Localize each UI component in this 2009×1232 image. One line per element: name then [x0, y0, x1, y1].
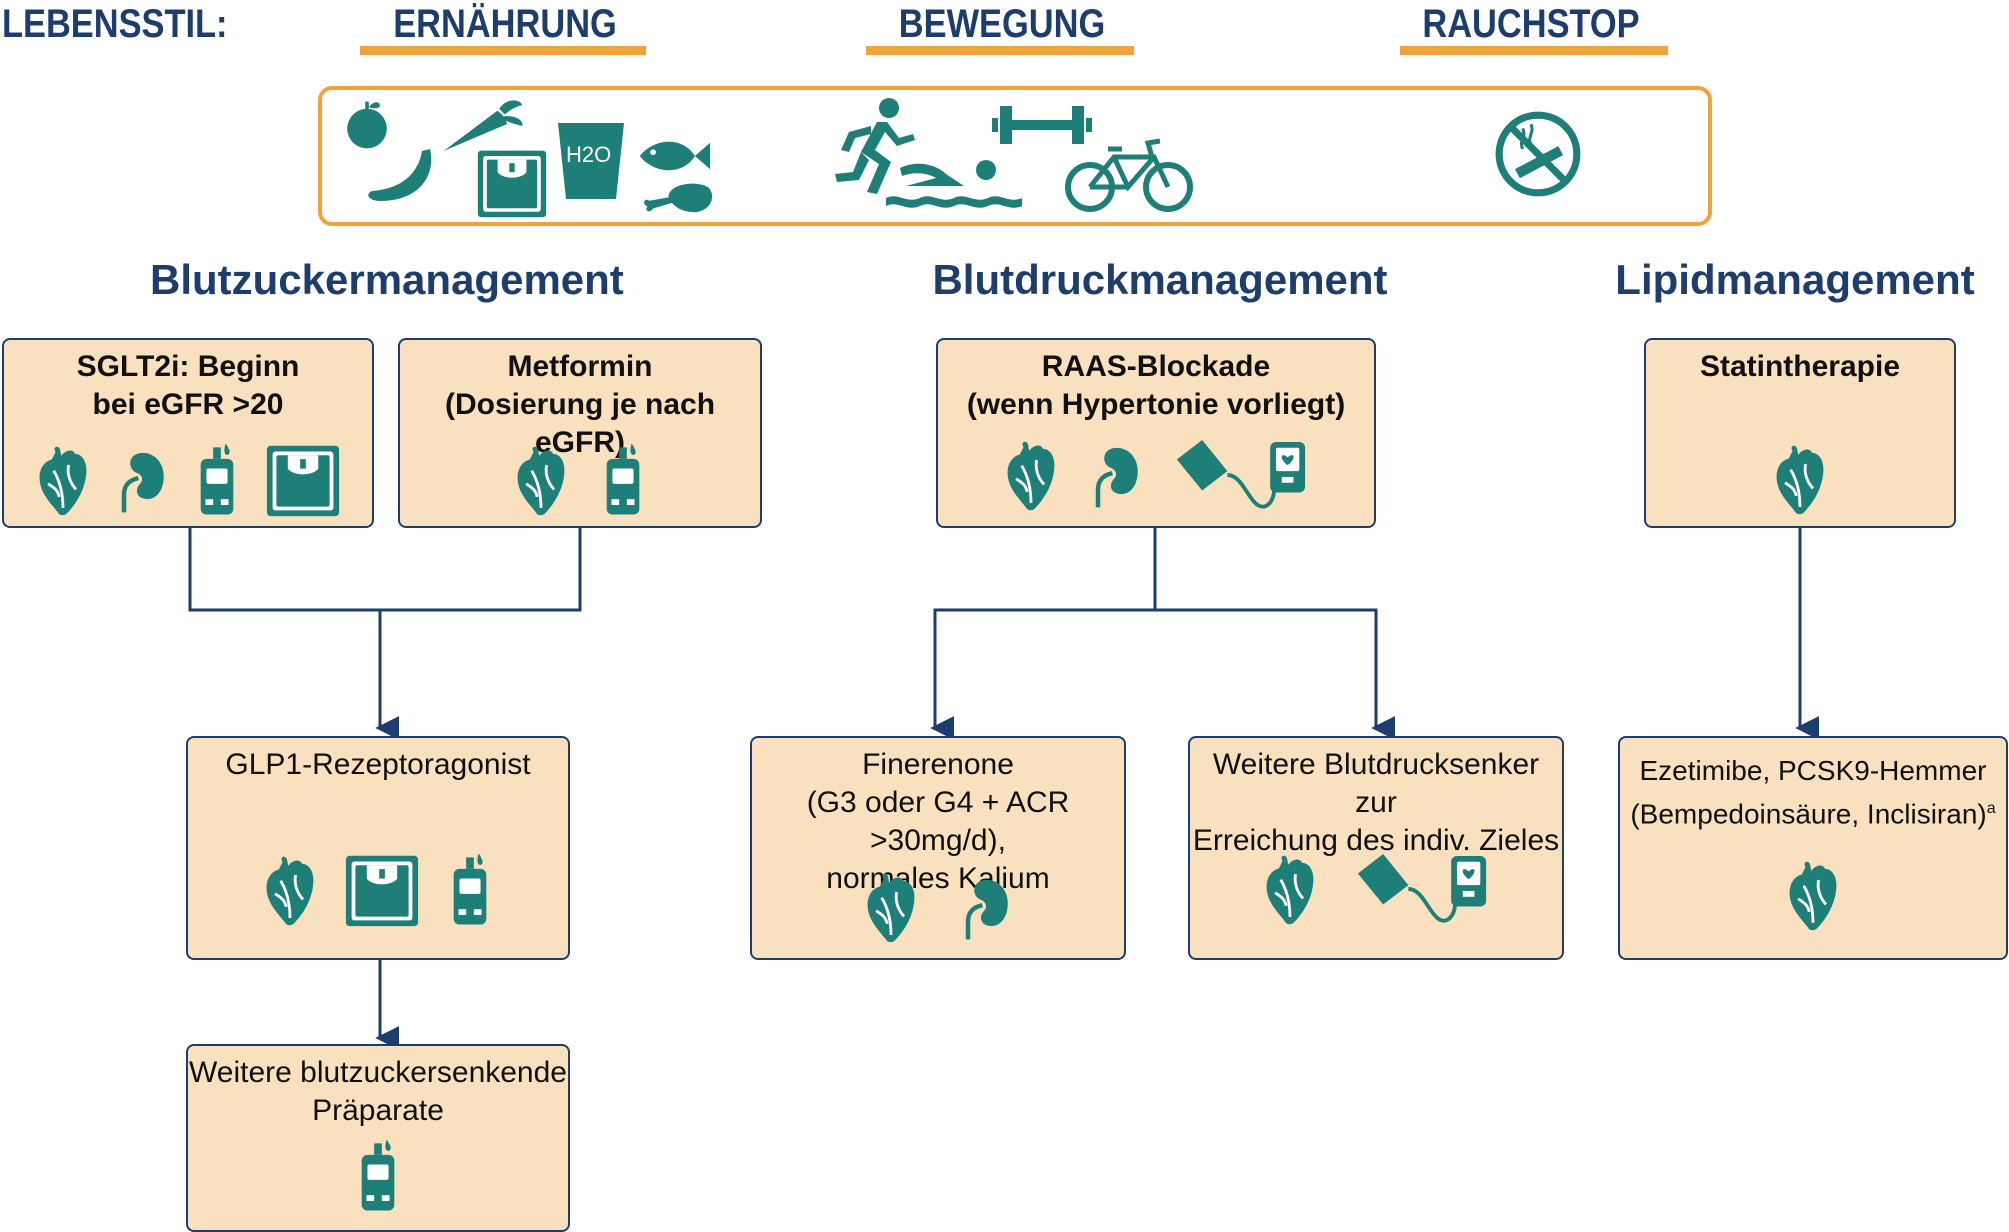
box-metformin-title: Metformin (Dosierung je nach eGFR) — [444, 350, 716, 459]
exercise-underline — [866, 46, 1134, 55]
glucometer-icon — [193, 440, 241, 520]
lifestyle-icon-box: H2O — [318, 86, 1712, 226]
box-sglt2: SGLT2i: Beginn bei eGFR >20 — [2, 338, 374, 528]
scale-icon — [344, 852, 420, 928]
section-lipid-title: Lipidmanagement — [1615, 256, 1975, 303]
glucometer-icon — [446, 850, 494, 930]
glucometer-icon — [354, 1136, 402, 1216]
blood-pressure-monitor-icon — [1354, 850, 1490, 928]
box-glucose-lowering: Weitere blutzuckersenkende Präparate — [186, 1044, 570, 1232]
water-glass-icon: H2O — [556, 120, 626, 202]
kidney-icon — [115, 441, 169, 519]
box-glucose-lowering-title: Weitere blutzuckersenkende Präparate — [189, 1056, 567, 1127]
box-ezetimibe-text: Ezetimibe, PCSK9-Hemmer (Bempedoinsäure,… — [1630, 755, 1987, 830]
category-exercise: BEWEGUNG — [898, 2, 1106, 46]
kidney-icon — [959, 868, 1013, 946]
footnote-marker: a — [1986, 800, 1996, 817]
kidney-icon — [1089, 436, 1143, 514]
heart-icon — [513, 441, 569, 519]
box-glp1-title: GLP1-Rezeptoragonist — [225, 748, 531, 781]
box-metformin: Metformin (Dosierung je nach eGFR) — [398, 338, 762, 528]
category-nutrition: ERNÄHRUNG — [393, 2, 617, 46]
connector-to-bp-lowering — [1155, 608, 1396, 740]
connector-sglt2-metformin — [188, 528, 582, 612]
heart-icon — [35, 441, 91, 519]
section-blood-pressure-title: Blutdruckmanagement — [932, 256, 1388, 303]
box-ezetimibe-title: Ezetimibe, PCSK9-Hemmer (Bempedoinsäure,… — [1620, 752, 2006, 833]
heart-icon — [1003, 436, 1059, 514]
box-raas: RAAS-Blockade (wenn Hypertonie vorliegt) — [936, 338, 1376, 528]
box-finerenone: Finerenone (G3 oder G4 + ACR >30mg/d), n… — [750, 736, 1126, 960]
box-raas-title: RAAS-Blockade (wenn Hypertonie vorliegt) — [966, 350, 1346, 421]
box-bp-lowering: Weitere Blutdrucksenker zur Erreichung d… — [1188, 736, 1564, 960]
heart-icon — [1262, 850, 1318, 928]
heart-icon — [863, 868, 919, 946]
connector-to-finerenone — [930, 608, 1155, 740]
blood-pressure-monitor-icon — [1173, 436, 1309, 514]
heart-icon — [1772, 440, 1828, 518]
category-smoking-stop: RAUCHSTOP — [1422, 2, 1640, 46]
heart-icon — [262, 851, 318, 929]
box-bp-lowering-title: Weitere Blutdrucksenker zur Erreichung d… — [1192, 748, 1560, 857]
box-statin-title: Statintherapie — [1699, 350, 1901, 383]
smoking-stop-underline — [1400, 46, 1668, 55]
scale-icon — [265, 442, 341, 518]
box-glp1: GLP1-Rezeptoragonist — [186, 736, 570, 960]
lifestyle-label: LEBENSSTIL: — [2, 2, 228, 46]
section-blood-sugar-title: Blutzuckermanagement — [150, 256, 624, 303]
box-statin: Statintherapie — [1644, 338, 1956, 528]
water-label: H2O — [566, 142, 612, 167]
nutrition-underline — [360, 46, 646, 55]
glucometer-icon — [599, 440, 647, 520]
box-sglt2-title: SGLT2i: Beginn bei eGFR >20 — [76, 350, 300, 421]
heart-icon — [1785, 856, 1841, 934]
box-ezetimibe: Ezetimibe, PCSK9-Hemmer (Bempedoinsäure,… — [1618, 736, 2008, 960]
